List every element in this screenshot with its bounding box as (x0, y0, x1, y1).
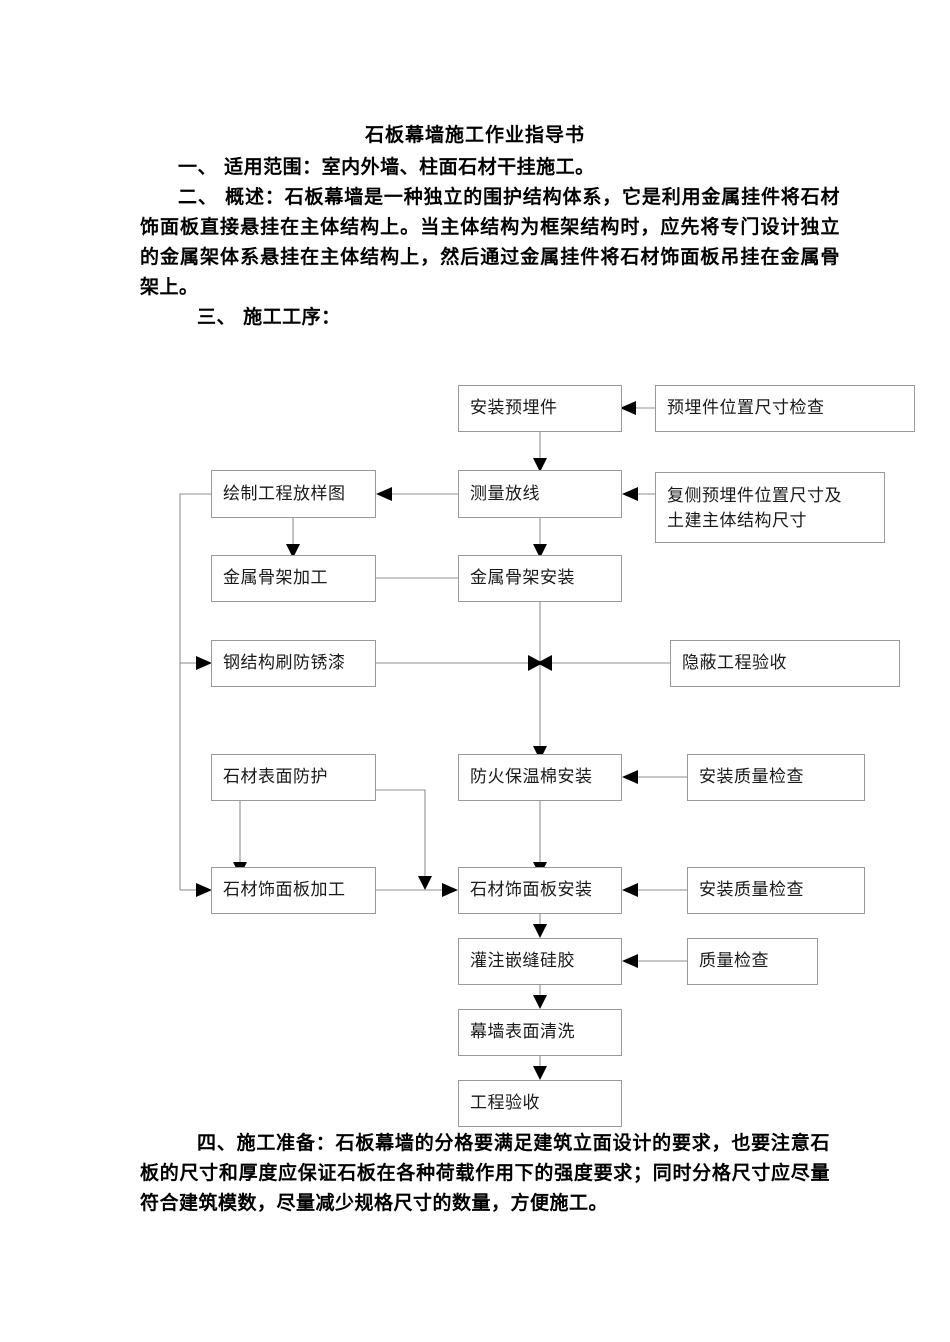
section-process-heading: 三、 施工工序： (197, 306, 341, 328)
flow-node-embedded-check[interactable]: 预埋件位置尺寸检查 (655, 385, 915, 432)
flow-node-silicone-sealant[interactable]: 灌注嵌缝硅胶 (458, 938, 622, 985)
flow-node-stone-panel-fabrication[interactable]: 石材饰面板加工 (211, 867, 376, 914)
flow-node-frame-fabrication[interactable]: 金属骨架加工 (211, 555, 376, 602)
flow-node-label-line2: 土建主体结构尺寸 (667, 510, 807, 531)
flow-node-install-embedded[interactable]: 安装预埋件 (458, 385, 622, 432)
section-preparation: 四、施工准备：石板幕墙的分格要满足建筑立面设计的要求，也要注意石板的尺寸和厚度应… (140, 1132, 830, 1214)
flow-node-label: 幕墙表面清洗 (470, 1022, 575, 1042)
flow-node-label: 石材饰面板安装 (470, 880, 593, 900)
flow-node-label-block: 复侧预埋件位置尺寸及 土建主体结构尺寸 (667, 484, 842, 534)
flow-node-stone-panel-install[interactable]: 石材饰面板安装 (458, 867, 622, 914)
flow-node-label: 安装预埋件 (470, 398, 558, 418)
flow-node-frame-installation[interactable]: 金属骨架安装 (458, 555, 622, 602)
flow-node-label: 预埋件位置尺寸检查 (667, 398, 825, 418)
flow-node-fireproof-insulation[interactable]: 防火保温棉安装 (458, 754, 622, 801)
flow-node-survey-setout[interactable]: 测量放线 (458, 470, 622, 518)
flow-node-label: 钢结构刷防锈漆 (223, 653, 346, 673)
flow-node-label: 安装质量检查 (699, 880, 804, 900)
flow-node-label: 防火保温棉安装 (470, 767, 593, 787)
flow-node-install-quality-check-2[interactable]: 安装质量检查 (687, 867, 865, 914)
flow-node-label-line1: 复侧预埋件位置尺寸及 (667, 485, 842, 506)
flow-node-label: 质量检查 (699, 951, 769, 971)
flow-node-label: 灌注嵌缝硅胶 (470, 951, 575, 971)
flow-node-label: 安装质量检查 (699, 767, 804, 787)
flow-node-install-quality-check-1[interactable]: 安装质量检查 (687, 754, 865, 801)
section-overview: 二、 概述：石板幕墙是一种独立的围护结构体系，它是利用金属挂件将石材饰面板直接悬… (140, 186, 840, 298)
flow-node-label: 石材饰面板加工 (223, 880, 346, 900)
flow-node-stone-surface-protect[interactable]: 石材表面防护 (211, 754, 376, 801)
page-title: 石板幕墙施工作业指导书 (364, 124, 585, 146)
flow-node-quality-check[interactable]: 质量检查 (687, 938, 818, 985)
section-scope: 一、 适用范围：室内外墙、柱面石材干挂施工。 (178, 156, 595, 178)
flow-node-steel-antirust-paint[interactable]: 钢结构刷防锈漆 (211, 640, 376, 687)
flow-node-label: 金属骨架安装 (470, 568, 575, 588)
flow-node-label: 金属骨架加工 (223, 568, 328, 588)
flow-node-draw-layout[interactable]: 绘制工程放样图 (211, 470, 376, 518)
flow-node-label: 测量放线 (470, 483, 540, 504)
flow-node-label: 石材表面防护 (223, 767, 328, 787)
flow-node-label: 隐蔽工程验收 (682, 653, 787, 673)
flow-node-concealed-acceptance[interactable]: 隐蔽工程验收 (670, 640, 900, 687)
flow-node-label: 工程验收 (470, 1093, 540, 1113)
flow-node-curtain-wall-cleaning[interactable]: 幕墙表面清洗 (458, 1009, 622, 1056)
flow-node-label: 绘制工程放样图 (223, 483, 346, 504)
flow-node-recheck-embedded[interactable]: 复侧预埋件位置尺寸及 土建主体结构尺寸 (655, 472, 885, 543)
flow-node-project-acceptance[interactable]: 工程验收 (458, 1080, 622, 1127)
